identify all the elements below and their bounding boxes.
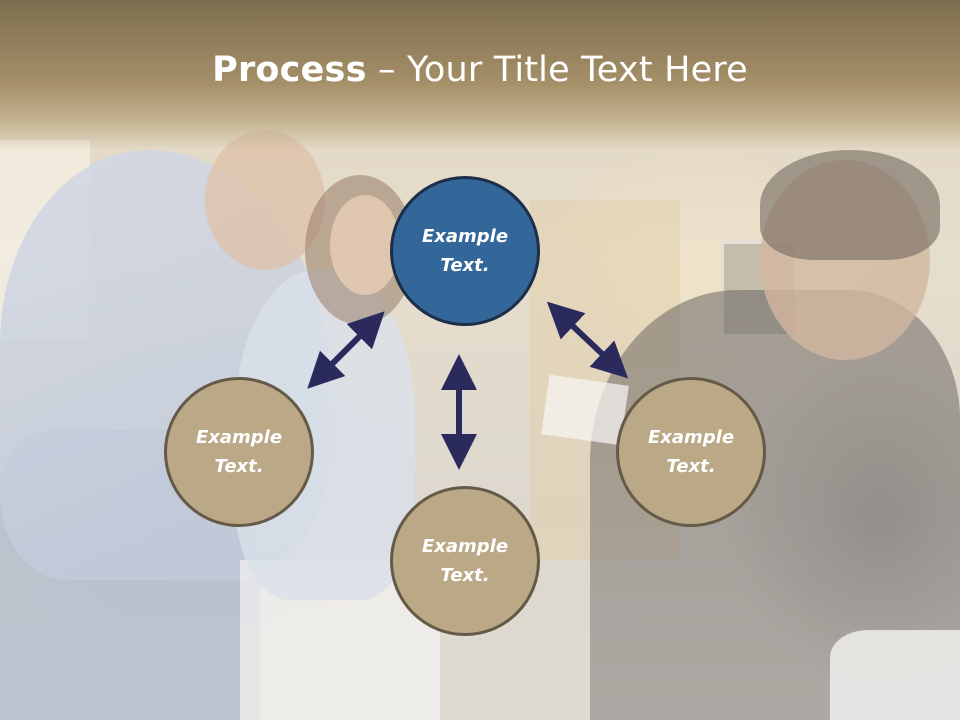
title-band: [0, 0, 960, 150]
title-bold: Process: [212, 50, 367, 90]
slide-title[interactable]: Process – Your Title Text Here: [0, 50, 960, 90]
title-rest: – Your Title Text Here: [366, 50, 748, 90]
arrow-top-left[interactable]: [307, 311, 385, 389]
arrow-top-right[interactable]: [546, 301, 629, 379]
photo-person-middle-face: [330, 195, 400, 295]
photo-person-right-hair: [760, 150, 940, 260]
photo-chair: [830, 630, 960, 720]
